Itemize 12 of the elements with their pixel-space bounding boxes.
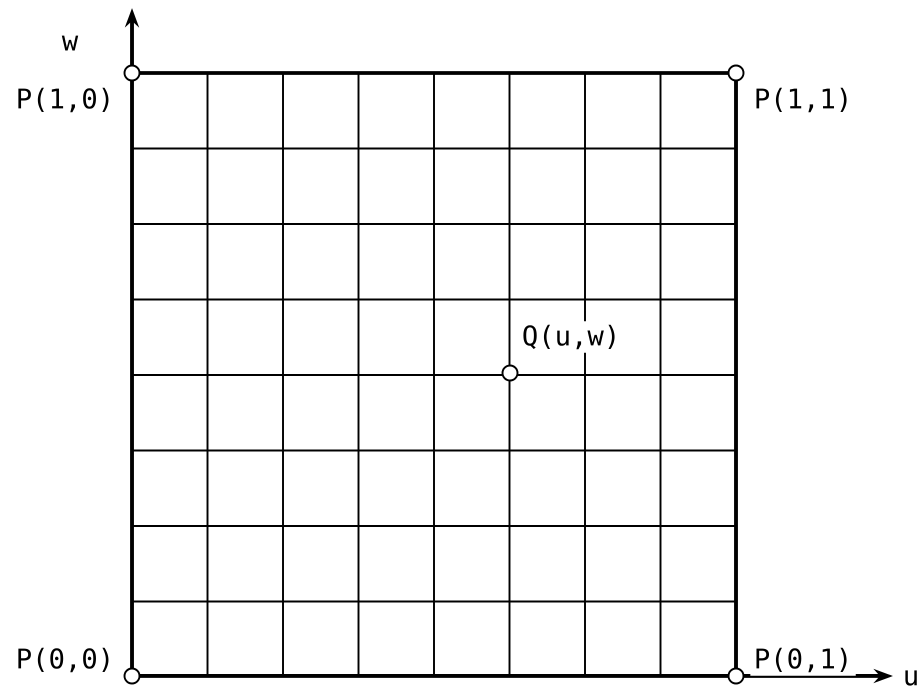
point-marker bbox=[124, 64, 140, 82]
point-label: P(1,1) bbox=[750, 84, 856, 116]
point-label: P(0,0) bbox=[12, 644, 118, 676]
point-marker bbox=[502, 364, 518, 382]
point-marker bbox=[728, 64, 744, 82]
point-marker bbox=[124, 668, 140, 684]
point-label: P(0,1) bbox=[750, 644, 856, 676]
point-label: P(1,0) bbox=[12, 84, 118, 116]
point-label: Q(u,w) bbox=[518, 321, 624, 353]
axis-label: w bbox=[62, 36, 78, 50]
axis-label: u bbox=[905, 670, 917, 686]
point-marker bbox=[728, 668, 744, 684]
